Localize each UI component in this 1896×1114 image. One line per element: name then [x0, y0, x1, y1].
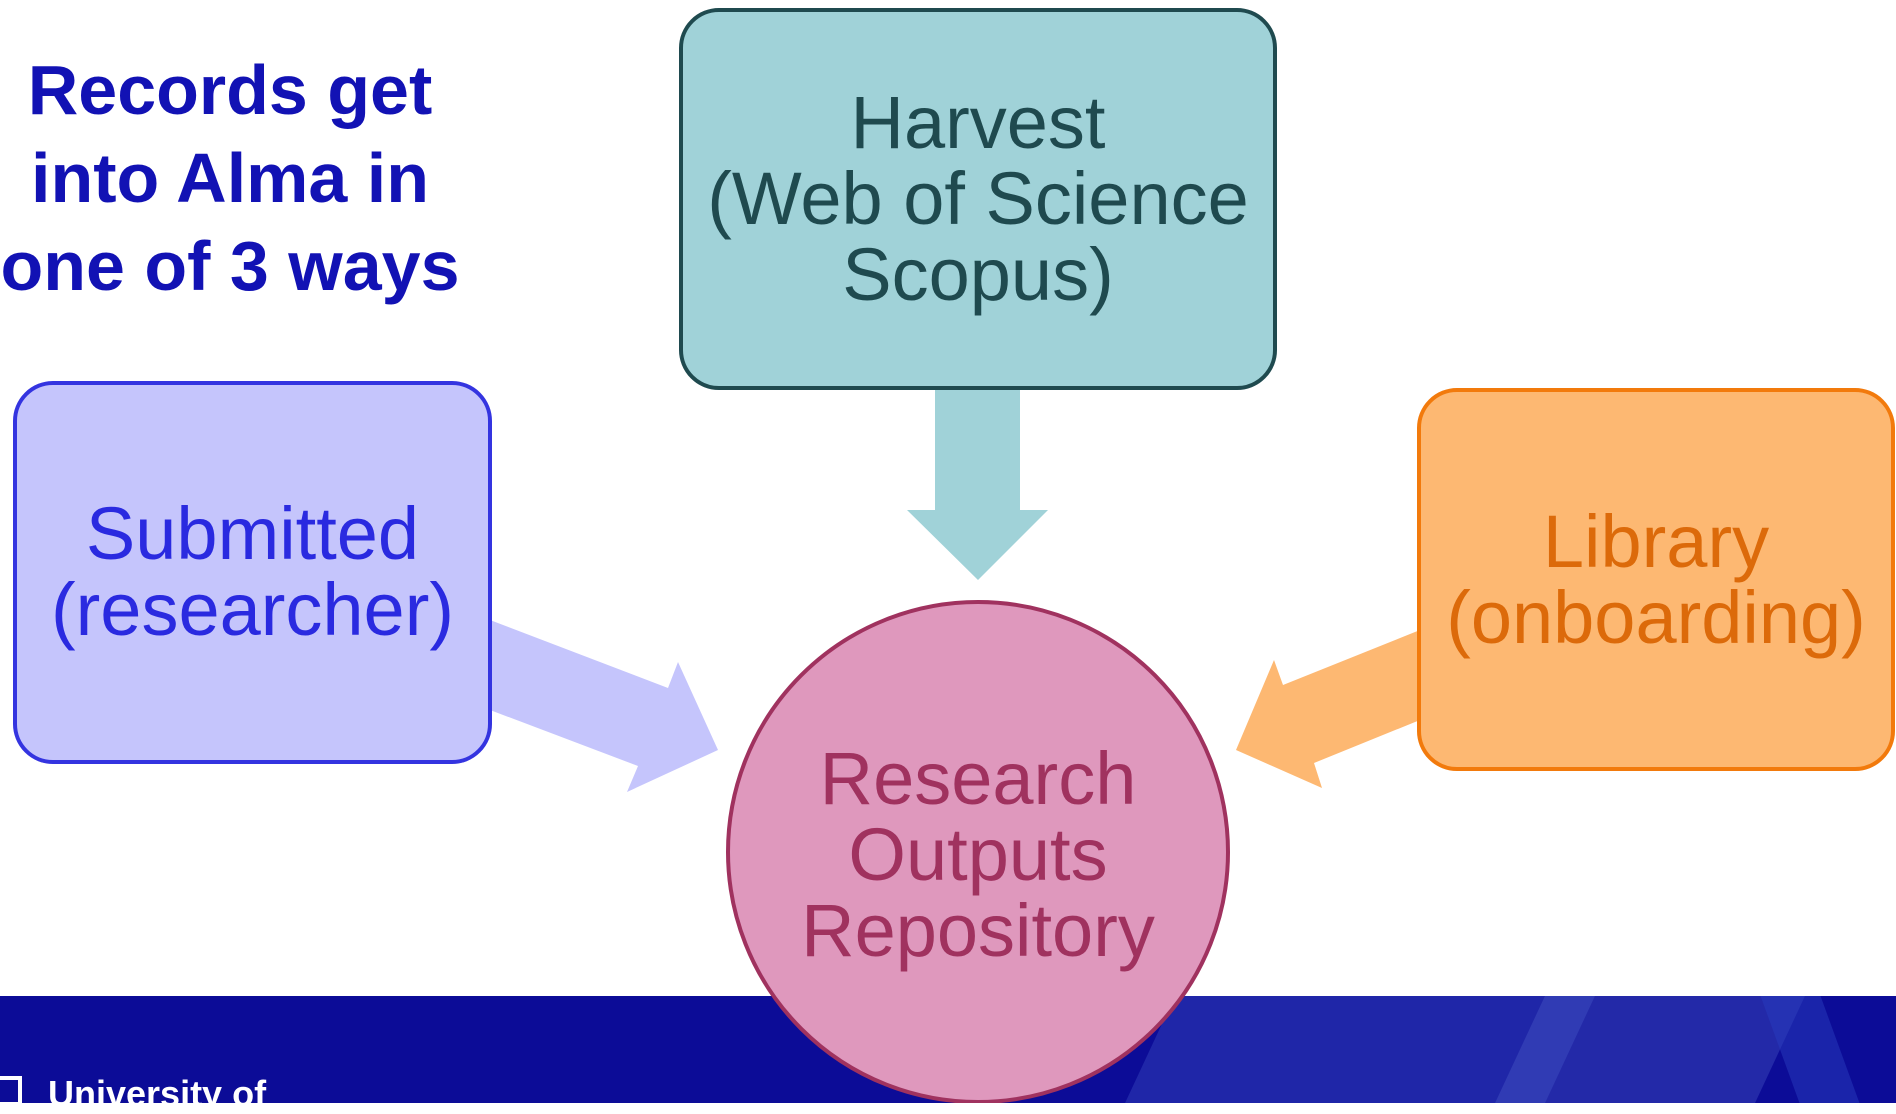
submitted-box	[13, 381, 492, 764]
arrow-down	[907, 390, 1048, 580]
library-label: Library (onboarding)	[1446, 500, 1866, 659]
harvest-box	[679, 8, 1277, 390]
submitted-label: Submitted (researcher)	[51, 492, 454, 651]
repository-label: Research Outputs Repository	[801, 737, 1155, 972]
repository-circle	[726, 600, 1230, 1103]
harvest-label: Harvest (Web of Science Scopus)	[707, 81, 1249, 316]
arrow-right	[490, 620, 718, 792]
slide-heading: Records get into Alma in one of 3 ways	[0, 51, 460, 305]
arrow-left	[1236, 630, 1420, 788]
library-box	[1417, 388, 1895, 771]
